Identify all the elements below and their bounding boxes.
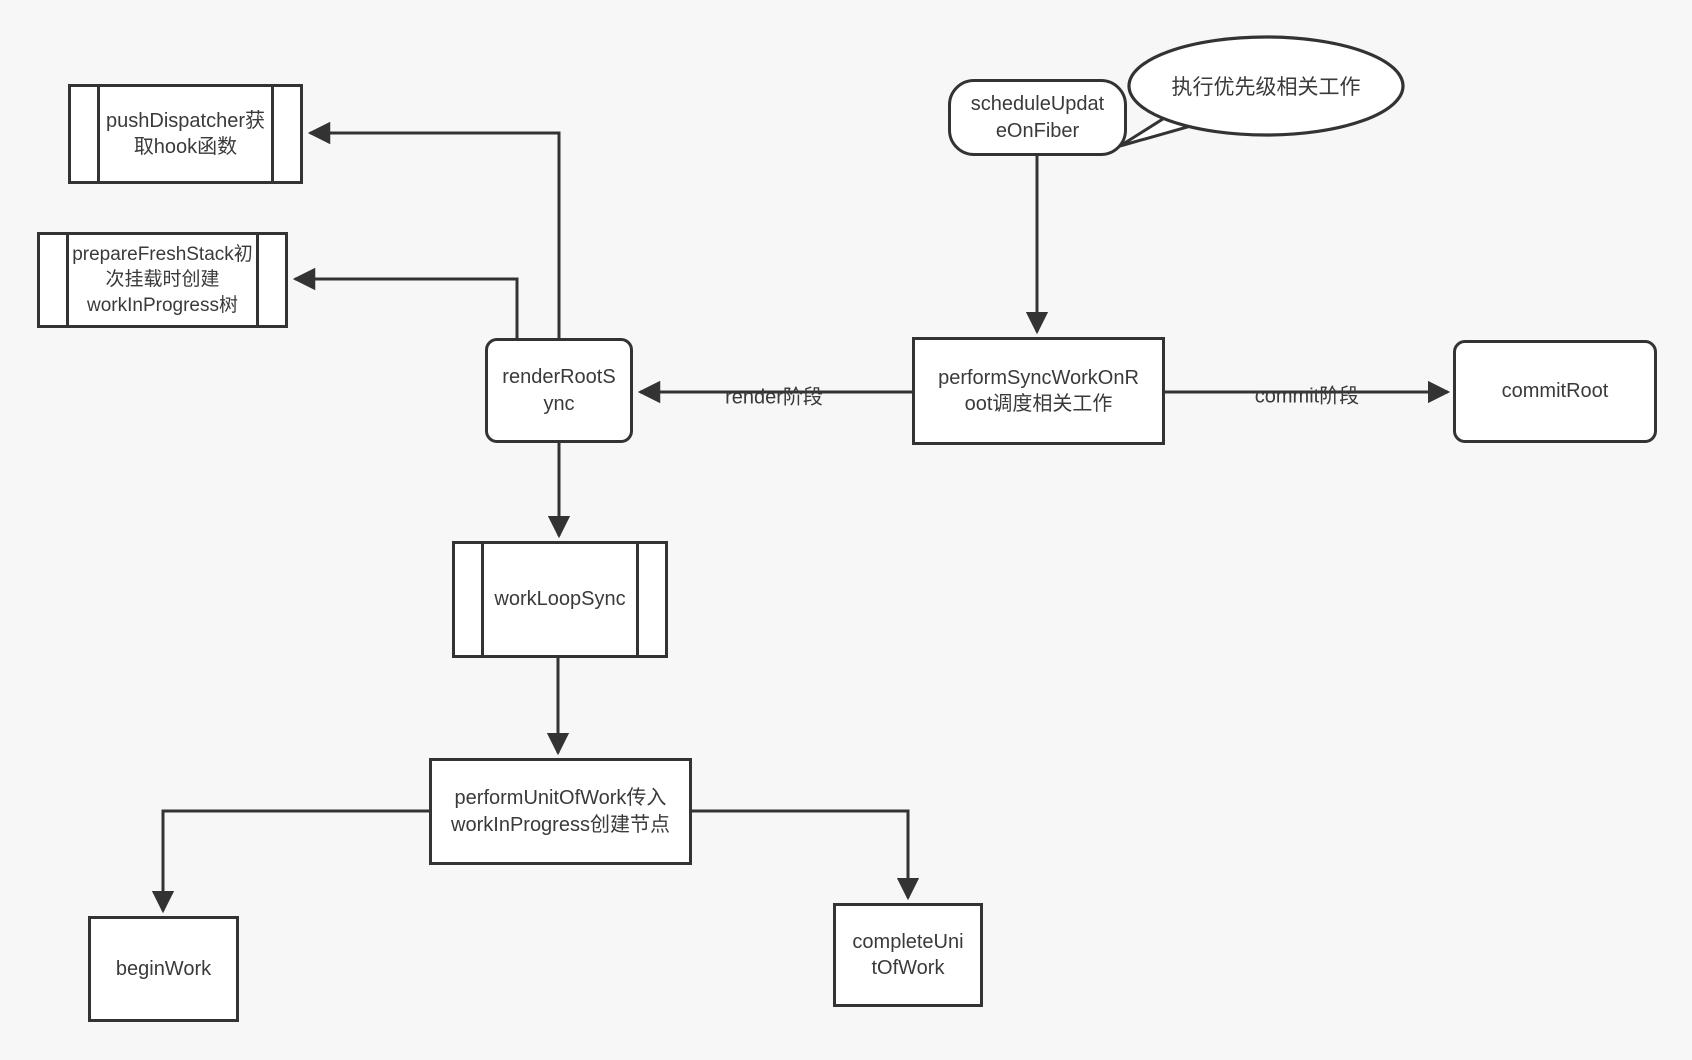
node-work-loop-sync: workLoopSync — [452, 541, 668, 658]
edge-performunitofwork-to-beginwork — [151, 809, 432, 914]
callout-text: 执行优先级相关工作 — [1171, 76, 1361, 99]
node-commit-root: commitRoot — [1453, 340, 1657, 443]
edge-label-commit-phase: commit阶段 — [1254, 385, 1360, 408]
node-prepare-fresh-stack: prepareFreshStack初 次挂载时创建 workInProgress… — [37, 232, 288, 328]
node-perform-unit-of-work: performUnitOfWork传入 workInProgress创建节点 — [429, 758, 692, 865]
callout-bubble — [1127, 35, 1405, 137]
node-complete-unit-of-work: completeUni tOfWork — [833, 903, 983, 1007]
node-perform-sync-work-on-root: performSyncWorkOnR oot调度相关工作 — [912, 337, 1165, 445]
node-push-dispatcher: pushDispatcher获 取hook函数 — [68, 84, 303, 184]
node-render-root-sync: renderRootS ync — [485, 338, 633, 443]
node-begin-work: beginWork — [88, 916, 239, 1022]
edge-renderrootsync-to-preparefreshstack — [292, 267, 519, 345]
edge-renderrootsync-to-pushdispatcher — [307, 121, 561, 345]
edge-performunitofwork-to-completeunitofwork — [689, 809, 920, 901]
node-schedule-update-on-fiber: scheduleUpdat eOnFiber — [948, 79, 1127, 156]
edge-label-render-phase: render阶段 — [725, 386, 823, 409]
